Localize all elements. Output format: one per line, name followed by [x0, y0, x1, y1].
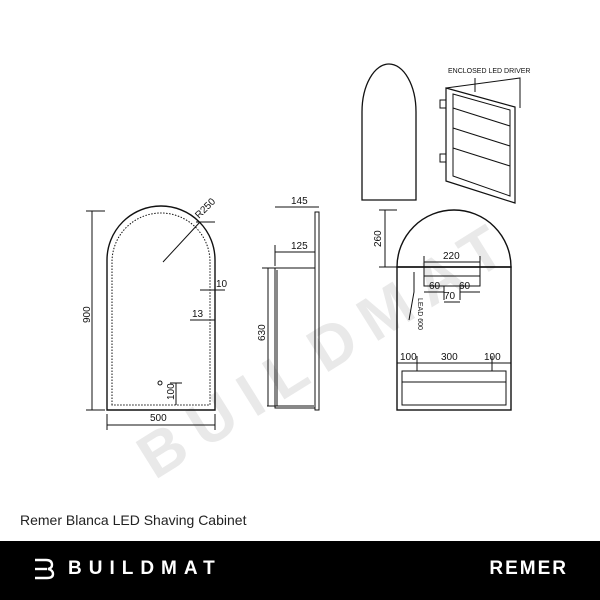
- label-60-left: 60: [429, 281, 441, 292]
- label-60-right: 60: [459, 281, 471, 292]
- label-145: 145: [291, 196, 308, 207]
- label-70: 70: [444, 291, 456, 302]
- label-lead: LEAD 600: [416, 298, 423, 330]
- side-view: [262, 206, 320, 411]
- label-100-sensor: 100: [166, 383, 177, 400]
- label-630: 630: [257, 324, 268, 341]
- label-125: 125: [291, 241, 308, 252]
- label-enclosed-driver: ENCLOSED LED DRIVER: [448, 68, 530, 75]
- technical-drawing: BUILDMAT: [82, 63, 530, 492]
- buildmat-logo: BUILDMAT: [32, 557, 222, 581]
- watermark-text: BUILDMAT: [126, 205, 528, 492]
- front-view: [86, 205, 225, 430]
- buildmat-b-icon: [35, 558, 55, 580]
- label-220: 220: [443, 251, 460, 262]
- product-title: Remer Blanca LED Shaving Cabinet: [20, 512, 247, 528]
- label-500: 500: [150, 413, 167, 424]
- isometric-view: [361, 63, 521, 204]
- label-100-right: 100: [484, 352, 501, 363]
- remer-logo: REMER: [489, 558, 568, 579]
- brand-left-text: BUILDMAT: [68, 558, 222, 579]
- label-300: 300: [441, 352, 458, 363]
- label-260: 260: [373, 230, 384, 247]
- footer-bar: BUILDMAT REMER: [0, 541, 600, 600]
- label-900: 900: [82, 306, 93, 323]
- label-13: 13: [192, 309, 204, 320]
- interior-view: [379, 209, 512, 411]
- label-r250: R250: [193, 196, 218, 221]
- label-100-left: 100: [400, 352, 417, 363]
- label-10: 10: [216, 279, 228, 290]
